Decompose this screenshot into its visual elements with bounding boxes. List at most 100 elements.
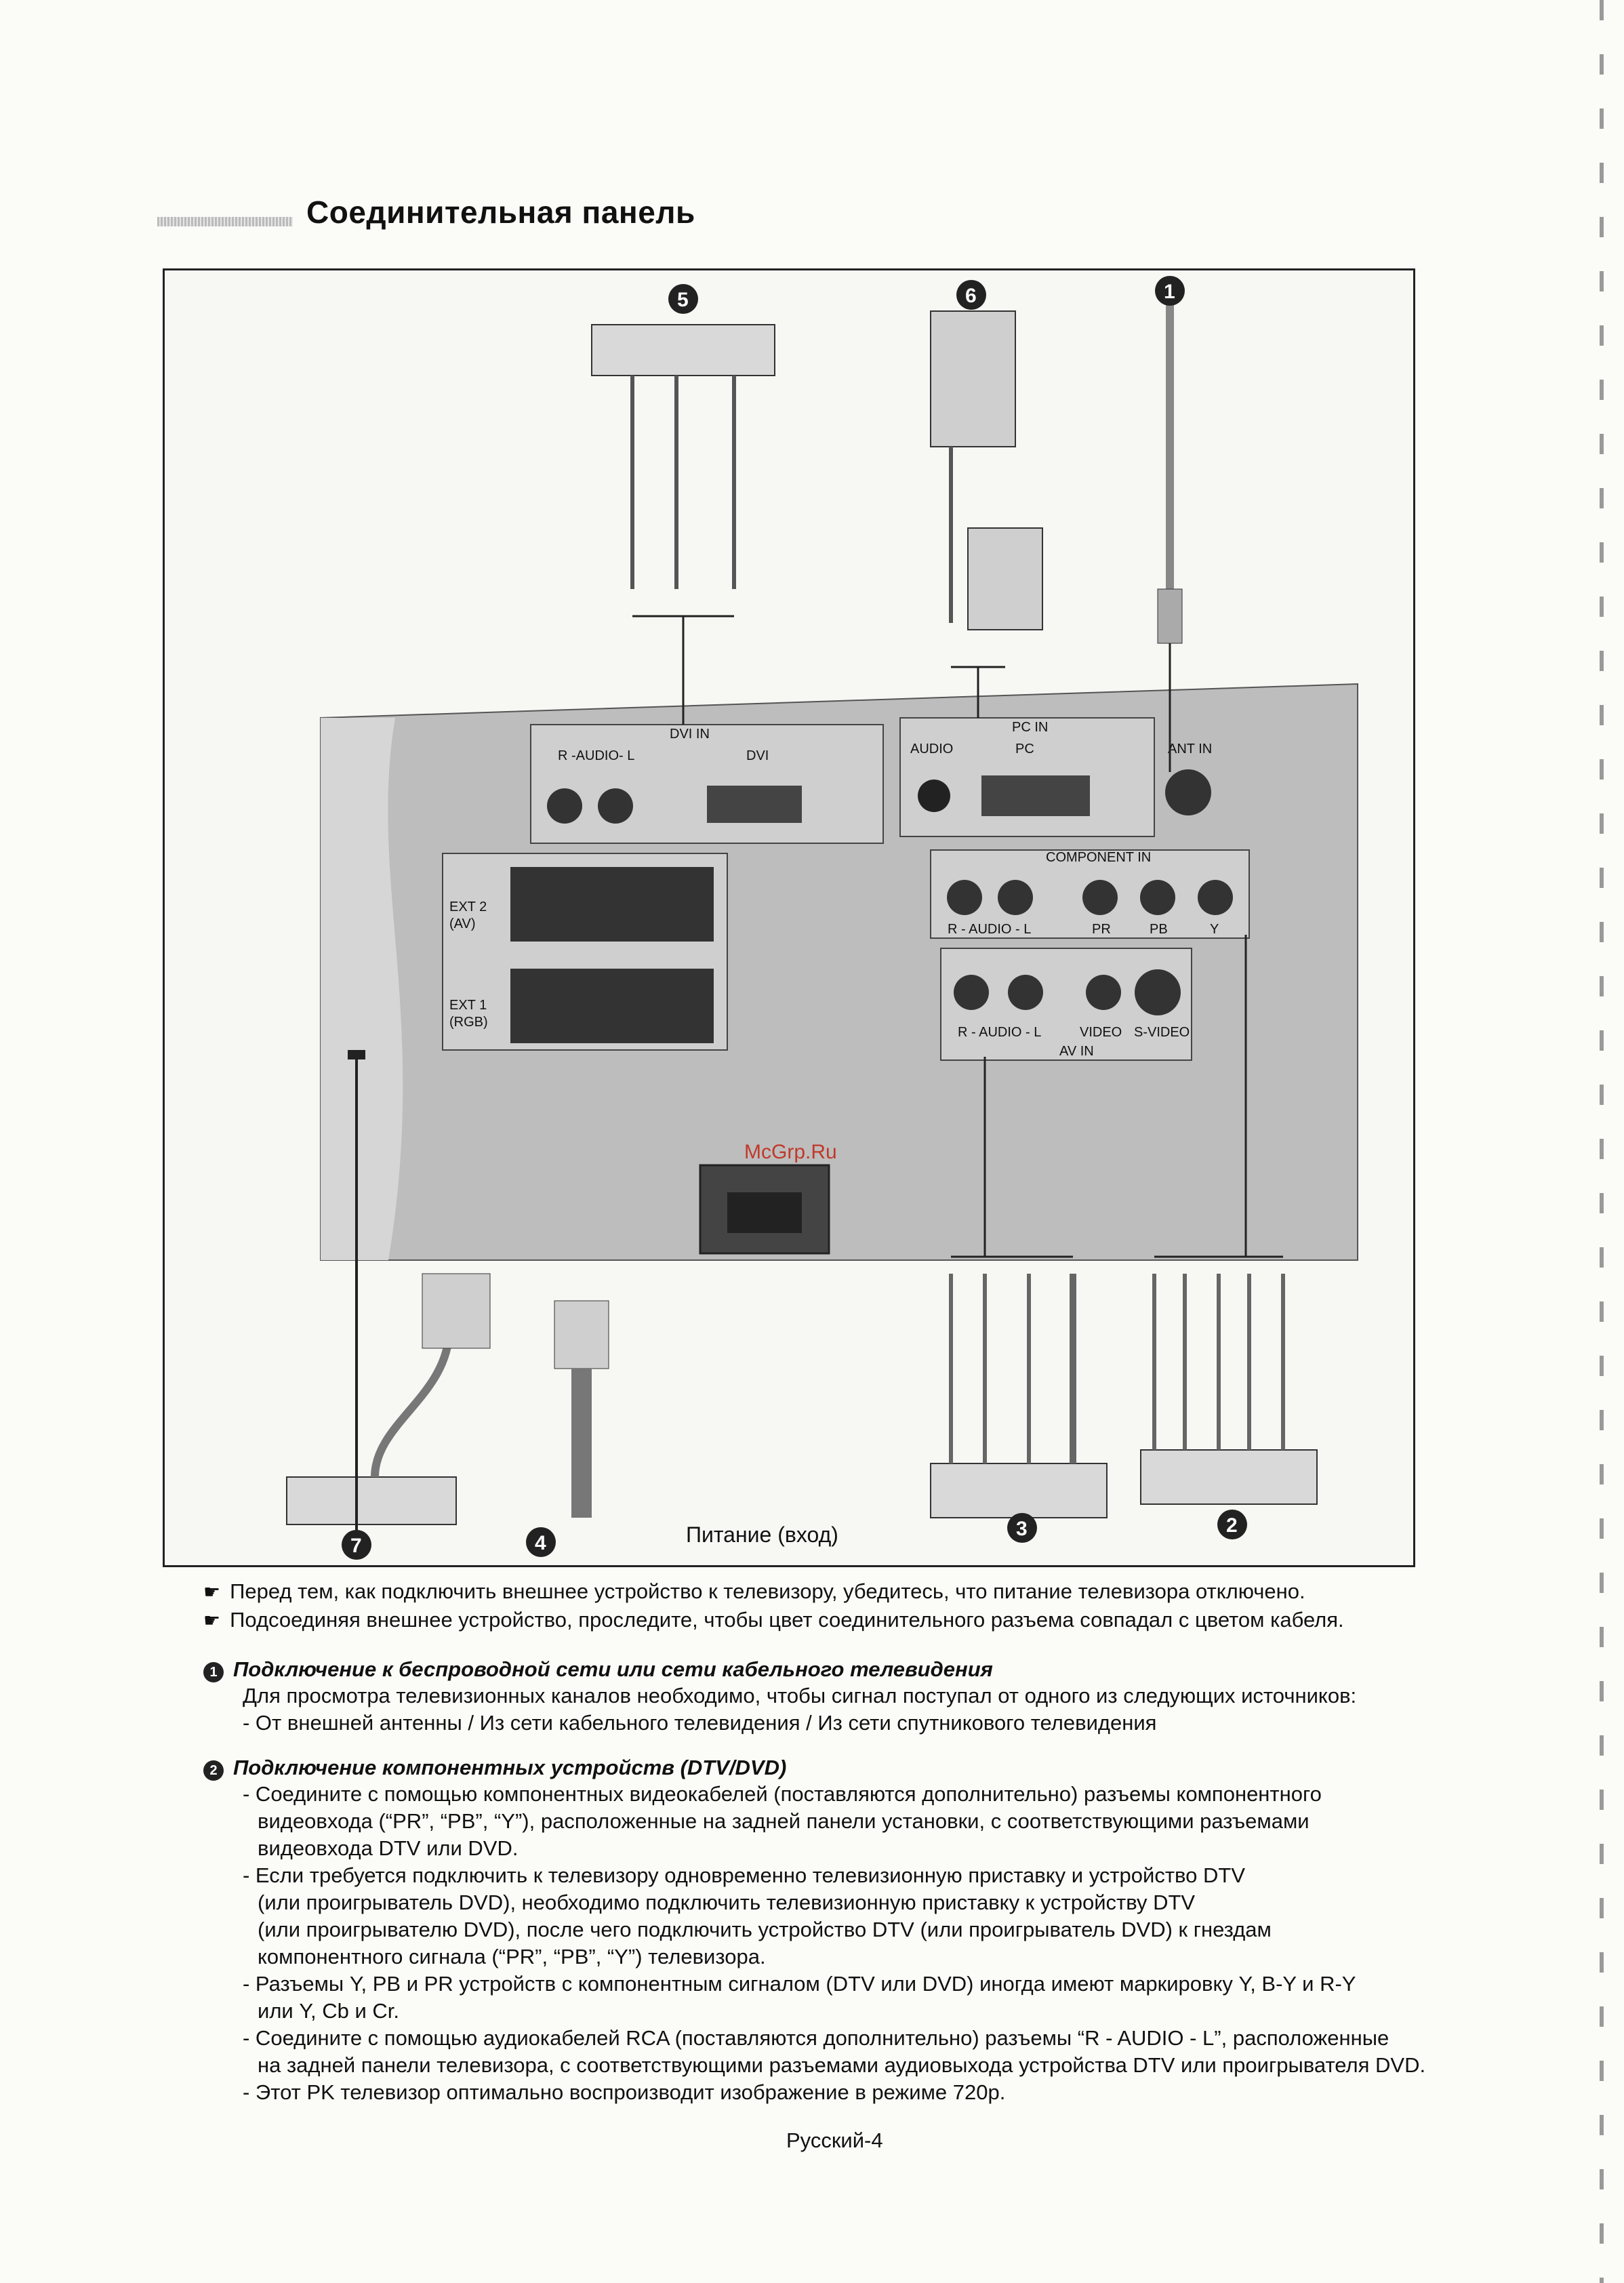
y-label: Y (1210, 922, 1219, 937)
pc-audio-label: AUDIO (910, 742, 953, 756)
svg-text:3: 3 (1016, 1518, 1028, 1540)
note-2-text: Подсоединяя внешнее устройство, проследи… (230, 1608, 1344, 1632)
svg-text:1: 1 (1164, 281, 1175, 303)
section-2-line: (или проигрыватель DVD), необходимо подк… (258, 1891, 1196, 1914)
callout-3: 3 (1007, 1513, 1037, 1543)
dvi-audio-label: R -AUDIO- L (558, 748, 634, 763)
pr-label: PR (1092, 922, 1111, 937)
av-audio-r-jack (954, 975, 989, 1010)
y-jack (1198, 880, 1233, 915)
section-1: 1 Подключение к беспроводной сети или се… (203, 1657, 1356, 1737)
pc-in-label: PC IN (1012, 720, 1048, 735)
header-rule (157, 217, 293, 226)
page-title: Соединительная панель (306, 195, 695, 230)
svideo-label: S-VIDEO (1134, 1025, 1190, 1040)
diagram-svg: DVI IN R -AUDIO- L DVI PC IN AUDIO PC AN… (286, 276, 1358, 1560)
callout-2: 2 (1217, 1510, 1247, 1539)
section-2-title: Подключение компонентных устройств (DTV/… (233, 1756, 787, 1779)
svg-text:7: 7 (350, 1535, 362, 1557)
section-1-line: - От внешней антенны / Из сети кабельног… (243, 1711, 1157, 1735)
svg-text:4: 4 (535, 1532, 546, 1554)
video-label: VIDEO (1080, 1025, 1122, 1040)
dvi-in-label: DVI IN (670, 727, 710, 742)
svg-text:6: 6 (965, 285, 977, 307)
comp-audio-r-jack (947, 880, 982, 915)
power-socket-inner (727, 1192, 802, 1233)
ext2-scart-port (510, 867, 714, 942)
comp-audio-l-jack (998, 880, 1033, 915)
pointing-hand-icon: ☛ (203, 1610, 221, 1631)
scan-edge (1600, 0, 1604, 2283)
callout-7: 7 (342, 1530, 371, 1560)
note-2: ☛ Подсоединяя внешнее устройство, просле… (203, 1608, 1344, 1632)
pointing-hand-icon: ☛ (203, 1581, 221, 1602)
device-3-box (930, 1463, 1108, 1518)
svideo-jack (1135, 969, 1181, 1015)
av-audio-l-jack (1008, 975, 1043, 1010)
component-in-label: COMPONENT IN (1046, 850, 1151, 865)
section-1-line: Для просмотра телевизионных каналов необ… (243, 1684, 1357, 1708)
section-1-number: 1 (203, 1662, 224, 1682)
scart-plug (422, 1273, 491, 1349)
section-2-line: или Y, Cb и Cr. (258, 1999, 400, 2023)
section-2-line: компонентного сигнала (“PR”, “PB”, “Y”) … (258, 1945, 766, 1968)
pc-audio-jack (918, 780, 950, 812)
pr-jack (1082, 880, 1118, 915)
callout-6: 6 (956, 280, 986, 310)
section-2-line: (или проигрывателю DVD), после чего подк… (258, 1918, 1272, 1941)
section-2-line: - Соедините с помощью аудиокабелей RCA (… (243, 2026, 1389, 2050)
lock-slot-icon (348, 1050, 365, 1059)
callout-5: 5 (668, 284, 698, 314)
section-1-heading: 1 Подключение к беспроводной сети или се… (203, 1657, 1356, 1682)
device-6-pc (930, 310, 1016, 447)
section-2-line: - Соедините с помощью компонентных видео… (243, 1782, 1322, 1806)
section-2: 2 Подключение компонентных устройств (DT… (203, 1756, 1425, 2106)
section-2-number: 2 (203, 1760, 224, 1781)
section-2-heading: 2 Подключение компонентных устройств (DT… (203, 1756, 1425, 1781)
svg-text:2: 2 (1226, 1514, 1238, 1537)
comp-audio-label: R - AUDIO - L (948, 922, 1031, 937)
av-audio-label: R - AUDIO - L (958, 1025, 1041, 1040)
section-2-line: - Разъемы Y, PB и PR устройств с компоне… (243, 1972, 1356, 1996)
video-jack (1086, 975, 1121, 1010)
pb-label: PB (1150, 922, 1168, 937)
device-4-cable (371, 1327, 453, 1478)
ext1-sub-label: (RGB) (449, 1015, 488, 1030)
dvi-port (707, 786, 802, 823)
pc-label: PC (1015, 742, 1034, 756)
watermark: McGrp.Ru (744, 1141, 837, 1163)
vga-port (981, 775, 1090, 816)
svg-text:5: 5 (677, 289, 689, 311)
section-2-line: на задней панели телевизора, с соответст… (258, 2053, 1426, 2077)
dvi-audio-r-jack (547, 788, 582, 824)
callout-1: 1 (1155, 276, 1185, 306)
dvi-in-block (530, 724, 884, 844)
ext2-sub-label: (AV) (449, 916, 476, 931)
device-5-box (591, 324, 775, 376)
note-1: ☛ Перед тем, как подключить внешнее устр… (203, 1579, 1305, 1604)
device-6-vga-plug (967, 527, 1043, 630)
ext1-scart-port (510, 969, 714, 1043)
ext2-label: EXT 2 (449, 900, 487, 914)
device-2-box (1140, 1449, 1318, 1505)
power-plug (554, 1300, 609, 1369)
antenna-plug (1157, 588, 1183, 644)
tv-side-curve (321, 718, 403, 1260)
note-1-text: Перед тем, как подключить внешнее устрой… (230, 1579, 1305, 1603)
ant-in-label: ANT IN (1168, 742, 1212, 756)
section-2-line: - Если требуется подключить к телевизору… (243, 1863, 1246, 1887)
dvi-audio-l-jack (598, 788, 633, 824)
connection-diagram: DVI IN R -AUDIO- L DVI PC IN AUDIO PC AN… (163, 268, 1415, 1567)
section-1-title: Подключение к беспроводной сети или сети… (233, 1657, 993, 1681)
pb-jack (1140, 880, 1175, 915)
dvi-label: DVI (746, 748, 769, 763)
power-label: Питание (вход) (686, 1522, 838, 1547)
page-footer: Русский-4 (786, 2128, 883, 2152)
section-2-line: видеовхода DTV или DVD. (258, 1836, 519, 1860)
device-4-box (286, 1476, 457, 1525)
antenna-jack (1165, 769, 1211, 815)
callout-4: 4 (526, 1527, 556, 1557)
section-2-line: видеовхода (“PR”, “PB”, “Y”), расположен… (258, 1809, 1310, 1833)
section-2-line: - Этот PK телевизор оптимально воспроизв… (243, 2080, 1006, 2104)
av-in-label: AV IN (1059, 1044, 1094, 1059)
